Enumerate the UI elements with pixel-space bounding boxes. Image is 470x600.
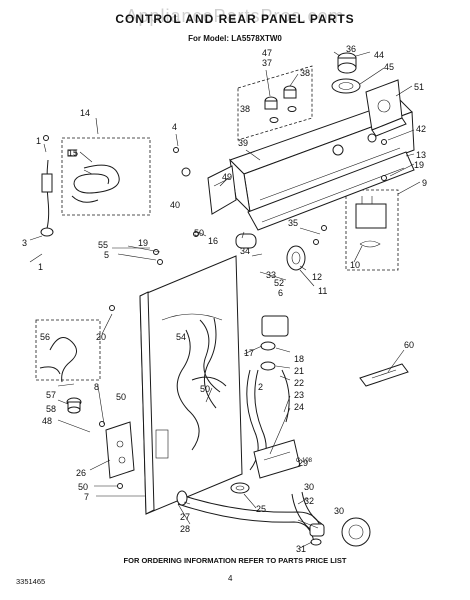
callout-label: 50	[200, 384, 210, 394]
callout-label: 52	[274, 278, 284, 288]
callout-label: 20	[96, 332, 106, 342]
callout-label: 3	[22, 238, 27, 248]
callout-label: 38	[240, 104, 250, 114]
callout-label: 45	[384, 62, 394, 72]
callout-label: 32	[304, 496, 314, 506]
callout-label: 22	[294, 378, 304, 388]
callout-label: 24	[294, 402, 304, 412]
rear-panel	[139, 255, 243, 515]
pressure-switch	[286, 245, 306, 271]
callout-label: 38	[300, 68, 310, 78]
callout-label: 54	[176, 332, 186, 342]
callout-label: 9	[422, 178, 427, 188]
callout-label: 34	[240, 246, 250, 256]
callout-labels: 1 1 2 3 4 5 6 7 8 9 10 11 12 13 14 15 16…	[22, 44, 427, 554]
callout-label: 44	[374, 50, 384, 60]
callout-label: 15	[68, 148, 78, 158]
console-panel	[229, 99, 415, 214]
page-number: 4	[228, 574, 233, 583]
callout-label: 25	[256, 504, 266, 514]
hose-marking: C 108	[296, 458, 313, 464]
callout-label: 19	[138, 238, 148, 248]
drain-hose-group-parts	[39, 337, 82, 414]
callout-label: 30	[334, 506, 344, 516]
screws	[43, 135, 387, 489]
leader-lines	[29, 51, 421, 549]
shipping-bracket	[359, 363, 409, 387]
switch-group	[345, 189, 399, 271]
control-knobs	[264, 85, 297, 123]
callout-label: 50	[78, 482, 88, 492]
ordering-note: FOR ORDERING INFORMATION REFER TO PARTS …	[123, 556, 347, 565]
callout-label: 23	[294, 390, 304, 400]
timer	[365, 79, 407, 137]
page-title: CONTROL AND REAR PANEL PARTS	[115, 12, 355, 26]
water-level-switch	[355, 196, 387, 248]
callout-label: 28	[180, 524, 190, 534]
console-end-cap	[207, 165, 237, 215]
callout-label: 11	[318, 286, 327, 296]
motor-bracket	[253, 439, 301, 479]
callout-label: 48	[42, 416, 52, 426]
inlet-hose	[40, 159, 54, 237]
wire-harness	[176, 317, 227, 451]
capacitor	[235, 233, 257, 249]
callout-label: 8	[94, 382, 99, 392]
callout-label: 5	[104, 250, 109, 260]
callout-label: 58	[46, 404, 56, 414]
hose-clamp	[230, 482, 250, 494]
callout-label: 4	[172, 122, 177, 132]
drain-pump	[291, 491, 371, 547]
callout-label: 50	[116, 392, 126, 402]
knob-group	[237, 65, 313, 141]
callout-label: 26	[76, 468, 86, 478]
callout-label: 7	[84, 492, 89, 502]
callout-label: 19	[414, 160, 424, 170]
document-number: 3351465	[16, 577, 46, 586]
callout-label: 33	[266, 270, 276, 280]
watermark: AppliancePartsPros.com	[125, 6, 345, 26]
timer-knob	[331, 52, 361, 94]
callout-label: 35	[288, 218, 298, 228]
callout-label: 14	[80, 108, 90, 118]
callout-label: 60	[404, 340, 414, 350]
callout-label: 51	[414, 82, 424, 92]
callout-label: 18	[294, 354, 304, 364]
callout-label: 31	[296, 544, 306, 554]
callout-label: 17	[244, 348, 254, 358]
callout-label: 29	[298, 458, 308, 468]
callout-label: 57	[46, 390, 56, 400]
mixing-valve	[260, 315, 289, 371]
callout-label: 39	[238, 138, 248, 148]
drain-bracket	[105, 421, 135, 479]
callout-label: 50	[194, 228, 204, 238]
callout-label: 2	[258, 382, 263, 392]
callout-label: 56	[40, 332, 50, 342]
console-rear-panel	[247, 151, 415, 231]
callout-label: 30	[304, 482, 314, 492]
callout-label: 27	[180, 512, 190, 522]
callout-label: 49	[222, 172, 232, 182]
callout-label: 55	[98, 240, 108, 250]
callout-label: 12	[312, 272, 322, 282]
callout-label: 42	[416, 124, 426, 134]
model-number: For Model: LA5578XTW0	[188, 34, 282, 43]
callout-label: 47	[262, 48, 272, 58]
callout-label: 40	[170, 200, 180, 210]
drain-hose-group	[35, 319, 101, 381]
callout-label: 36	[346, 44, 356, 54]
callout-label: 6	[278, 288, 283, 298]
callout-label: 37	[262, 58, 272, 68]
power-cord	[67, 149, 120, 203]
callout-label: 21	[294, 366, 304, 376]
callout-label: 1	[38, 262, 43, 272]
callout-label: 13	[416, 150, 426, 160]
callout-label: 16	[208, 236, 218, 246]
hose-kit-group	[61, 137, 151, 216]
drain-hose	[176, 490, 323, 543]
callout-label: 10	[350, 260, 360, 270]
callout-label: 1	[36, 136, 41, 146]
